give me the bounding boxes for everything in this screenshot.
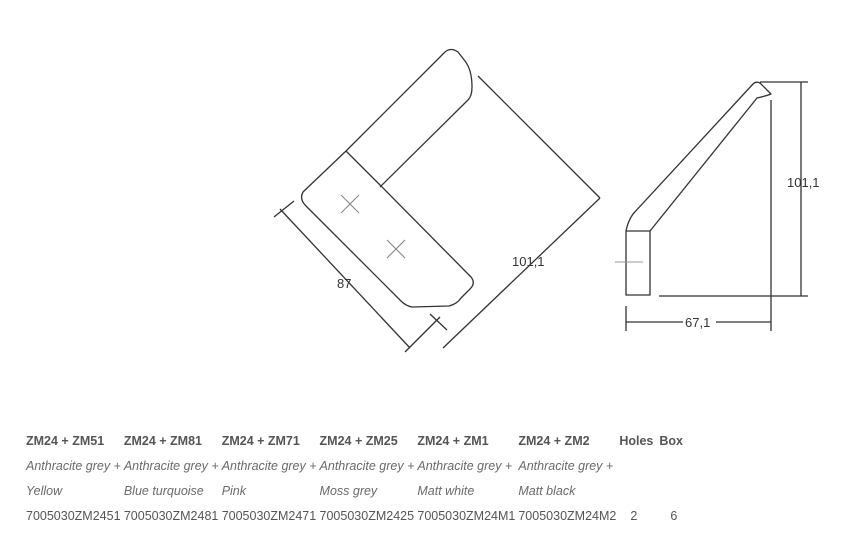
- colour-line2-cell: Blue turquoise: [123, 483, 204, 498]
- product-spec-table: ZM24 + ZM51 ZM24 + ZM81 ZM24 + ZM71 ZM24…: [26, 428, 686, 528]
- side-view-outline: [625, 81, 772, 296]
- dim-width-87: 87: [337, 276, 351, 291]
- table-row: Yellow Blue turquoise Pink Moss grey Mat…: [26, 478, 686, 503]
- handle-upper-outline: [345, 48, 473, 188]
- holes-value: 2: [630, 508, 638, 523]
- dim-height-101-1: 101,1: [787, 175, 820, 190]
- header-zm51: ZM24 + ZM51: [26, 433, 105, 448]
- technical-drawing: 87 101,1 101,1 67,1: [273, 48, 820, 353]
- colour-line2-cell: Moss grey: [319, 483, 378, 498]
- header-box: Box: [659, 433, 684, 448]
- code-cell: 7005030ZM2471: [221, 508, 317, 523]
- header-zm71: ZM24 + ZM71: [221, 433, 300, 448]
- colour-line2-cell: Yellow: [26, 483, 63, 498]
- colour-line2-cell: Matt black: [518, 483, 576, 498]
- code-cell: 7005030ZM2451: [26, 508, 121, 523]
- colour-line1-cell: Anthracite grey +: [319, 458, 415, 473]
- header-zm25: ZM24 + ZM25: [319, 433, 398, 448]
- header-holes: Holes: [619, 433, 654, 448]
- handle-base-outline: [300, 150, 474, 308]
- dim-length-101-1: 101,1: [512, 254, 545, 269]
- table-row: 7005030ZM2451 7005030ZM2481 7005030ZM247…: [26, 503, 686, 528]
- table-row: Anthracite grey + Anthracite grey + Anth…: [26, 453, 686, 478]
- header-zm2: ZM24 + ZM2: [518, 433, 590, 448]
- colour-line1-cell: Anthracite grey +: [26, 458, 121, 473]
- colour-line2-cell: Pink: [221, 483, 247, 498]
- code-cell: 7005030ZM24M2: [518, 508, 617, 523]
- colour-line1-cell: Anthracite grey +: [417, 458, 513, 473]
- colour-line1-cell: Anthracite grey +: [221, 458, 317, 473]
- code-cell: 7005030ZM2425: [319, 508, 415, 523]
- table-header-row: ZM24 + ZM51 ZM24 + ZM81 ZM24 + ZM71 ZM24…: [26, 428, 686, 453]
- colour-line1-cell: Anthracite grey +: [123, 458, 219, 473]
- header-zm1: ZM24 + ZM1: [417, 433, 489, 448]
- colour-line2-cell: Matt white: [417, 483, 475, 498]
- code-cell: 7005030ZM2481: [123, 508, 219, 523]
- header-zm81: ZM24 + ZM81: [123, 433, 202, 448]
- box-value: 6: [670, 508, 678, 523]
- dim-depth-67-1: 67,1: [685, 315, 710, 330]
- colour-line1-cell: Anthracite grey +: [518, 458, 614, 473]
- code-cell: 7005030ZM24M1: [417, 508, 516, 523]
